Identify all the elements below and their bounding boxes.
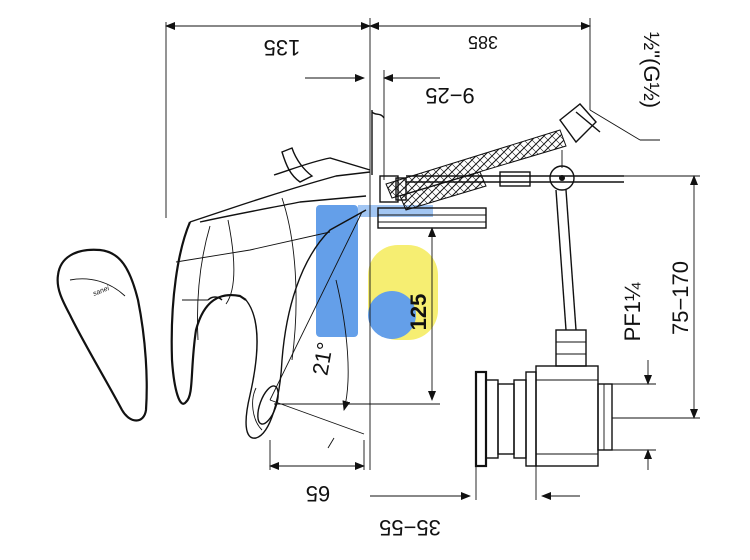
watermark-logo (316, 205, 438, 340)
dim-21-deg-label: 21° (307, 340, 337, 377)
dimension-lines-right (612, 175, 700, 470)
faucet-body (170, 147, 371, 439)
spout-side-profile (56, 248, 148, 422)
dimension-lines-top (165, 18, 660, 470)
dim-9-25-label: 9−25 (425, 83, 475, 108)
watermark-blue-dot (368, 291, 416, 339)
dim-pf-label: PF1¼ (620, 282, 645, 341)
dim-385-label: 385 (468, 32, 498, 52)
dim-125-label: 125 (406, 294, 431, 331)
dim-35-55-label: 35−55 (379, 515, 441, 540)
drain-assembly (474, 329, 613, 468)
dimension-125 (274, 227, 440, 405)
angle-21-indicator (269, 211, 365, 449)
brand-mark: sanei (92, 285, 111, 298)
dimension-35-55 (370, 466, 580, 500)
dim-135-label: 135 (264, 35, 301, 60)
dimension-65 (269, 440, 365, 470)
dim-half-inch-label: ½"(G½) (639, 32, 664, 108)
watermark-blue-bar (316, 205, 358, 337)
supply-hoses (379, 103, 624, 331)
dim-65-label: 65 (306, 481, 330, 506)
dim-75-170-label: 75−170 (668, 261, 693, 335)
